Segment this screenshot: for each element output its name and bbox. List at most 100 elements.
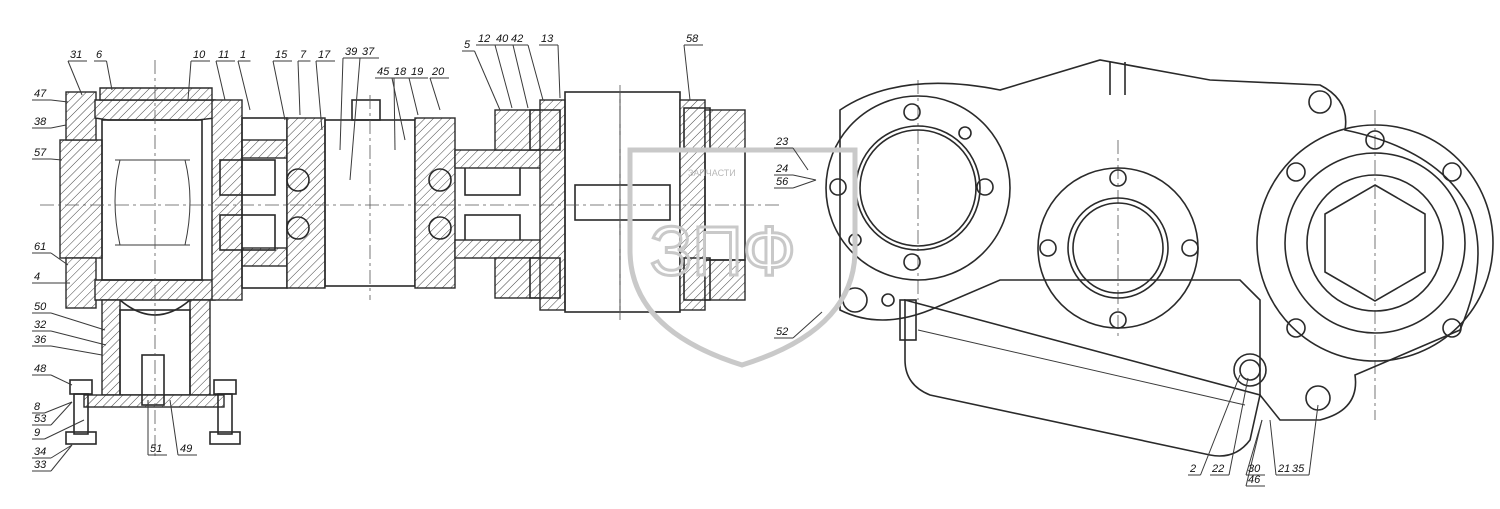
part-label-13: 13 bbox=[541, 33, 554, 45]
leader-line-1 bbox=[237, 60, 251, 111]
leader-line-33 bbox=[50, 444, 73, 472]
part-label-19: 19 bbox=[411, 66, 423, 78]
leader-line-15 bbox=[272, 60, 286, 121]
part-label-23: 23 bbox=[775, 136, 789, 148]
part-label-47: 47 bbox=[34, 88, 47, 100]
leader-line-53 bbox=[50, 401, 73, 426]
leader-line-56 bbox=[792, 179, 817, 189]
leader-line-24 bbox=[792, 174, 817, 181]
middle-coupling bbox=[454, 91, 746, 313]
leader-line-34 bbox=[50, 444, 73, 459]
leader-line-61 bbox=[50, 252, 69, 266]
leader-line-18 bbox=[391, 77, 406, 141]
leader-line-7 bbox=[297, 60, 301, 116]
watermark-small-text: ЗАПЧАСТИ bbox=[688, 168, 736, 178]
shaft-tube bbox=[219, 99, 521, 289]
part-label-15: 15 bbox=[275, 49, 288, 61]
watermark-logo: ЗПФ ЗАПЧАСТИ bbox=[627, 147, 858, 368]
part-label-10: 10 bbox=[193, 49, 206, 61]
leader-line-2 bbox=[1200, 374, 1241, 476]
leader-line-17 bbox=[315, 60, 323, 131]
left-housing-section bbox=[59, 87, 288, 309]
leader-line-19 bbox=[408, 77, 419, 116]
leader-line-46 bbox=[1245, 419, 1263, 487]
part-label-50: 50 bbox=[34, 301, 47, 313]
oil-pan bbox=[842, 287, 1267, 457]
leader-line-38 bbox=[50, 124, 67, 129]
leader-line-12 bbox=[494, 44, 513, 109]
leader-line-13 bbox=[557, 44, 561, 99]
part-label-32: 32 bbox=[34, 319, 46, 331]
gearbox-body bbox=[839, 59, 1479, 421]
part-label-11: 11 bbox=[218, 49, 229, 61]
part-label-4: 4 bbox=[34, 271, 40, 283]
leader-line-39 bbox=[339, 57, 344, 151]
leader-line-32 bbox=[50, 330, 107, 346]
part-label-38: 38 bbox=[34, 116, 47, 128]
leader-line-10 bbox=[187, 60, 192, 101]
part-label-37: 37 bbox=[362, 46, 375, 58]
leader-line-23 bbox=[792, 147, 809, 171]
leader-line-20 bbox=[429, 77, 441, 111]
part-label-12: 12 bbox=[478, 33, 490, 45]
leader-line-35 bbox=[1308, 404, 1319, 476]
part-label-56: 56 bbox=[776, 176, 789, 188]
leader-line-50 bbox=[50, 312, 106, 331]
part-label-34: 34 bbox=[34, 446, 46, 458]
leader-line-5 bbox=[474, 50, 501, 111]
part-label-8: 8 bbox=[34, 401, 41, 413]
leader-line-6 bbox=[106, 60, 113, 91]
part-label-48: 48 bbox=[34, 363, 47, 375]
part-label-58: 58 bbox=[686, 33, 699, 45]
leader-line-47 bbox=[50, 99, 69, 103]
part-label-53: 53 bbox=[34, 413, 47, 425]
part-label-46: 46 bbox=[1248, 474, 1261, 486]
leader-line-11 bbox=[215, 60, 226, 101]
part-label-1: 1 bbox=[240, 49, 246, 61]
leader-line-57 bbox=[50, 158, 63, 161]
part-label-6: 6 bbox=[96, 49, 103, 61]
part-label-39: 39 bbox=[345, 46, 357, 58]
part-label-9: 9 bbox=[34, 427, 40, 439]
watermark-letters: ЗПФ bbox=[650, 212, 796, 290]
leader-line-36 bbox=[50, 345, 103, 356]
leader-line-42 bbox=[527, 44, 544, 101]
leader-line-22 bbox=[1228, 377, 1249, 476]
part-label-5: 5 bbox=[464, 39, 471, 51]
part-label-21: 21 bbox=[1277, 463, 1290, 475]
leader-line-49 bbox=[169, 399, 179, 456]
centerlines bbox=[40, 60, 1376, 460]
part-label-7: 7 bbox=[300, 49, 307, 61]
part-label-18: 18 bbox=[394, 66, 407, 78]
gearbox-flange-2 bbox=[1037, 167, 1199, 329]
part-label-31: 31 bbox=[70, 49, 82, 61]
leader-line-21 bbox=[1269, 419, 1277, 476]
part-label-51: 51 bbox=[150, 443, 162, 455]
part-label-57: 57 bbox=[34, 147, 47, 159]
part-label-22: 22 bbox=[1211, 463, 1224, 475]
leader-line-58 bbox=[683, 44, 691, 101]
part-label-36: 36 bbox=[34, 334, 47, 346]
part-label-2: 2 bbox=[1189, 463, 1196, 475]
leader-lines bbox=[32, 44, 1319, 487]
part-label-61: 61 bbox=[34, 241, 46, 253]
leader-line-8 bbox=[44, 401, 73, 414]
part-label-20: 20 bbox=[431, 66, 445, 78]
part-label-49: 49 bbox=[180, 443, 192, 455]
part-label-30: 30 bbox=[1248, 463, 1261, 475]
leader-line-9 bbox=[44, 419, 85, 440]
part-label-35: 35 bbox=[1292, 463, 1305, 475]
gearbox-flange-3 bbox=[1256, 90, 1494, 411]
leader-line-37 bbox=[349, 57, 361, 181]
leader-line-48 bbox=[50, 374, 73, 386]
part-label-33: 33 bbox=[34, 459, 47, 471]
leader-line-52 bbox=[792, 311, 823, 339]
left-vertical-leg bbox=[65, 299, 241, 445]
part-label-24: 24 bbox=[775, 163, 788, 175]
part-label-17: 17 bbox=[318, 49, 331, 61]
leader-line-31 bbox=[67, 60, 83, 96]
part-label-45: 45 bbox=[377, 66, 390, 78]
part-label-40: 40 bbox=[496, 33, 509, 45]
